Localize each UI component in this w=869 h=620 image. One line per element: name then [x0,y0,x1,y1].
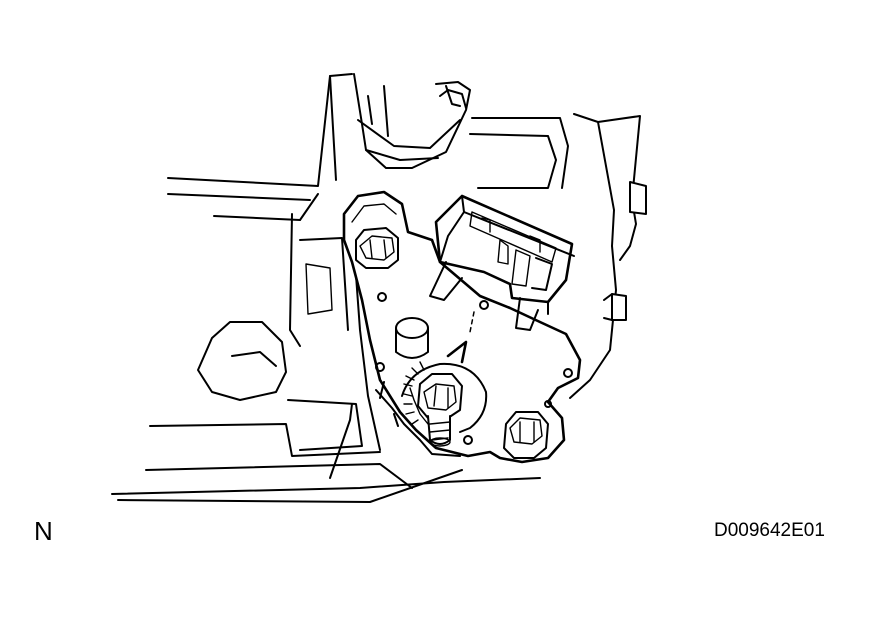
figure-code: D009642E01 [714,520,825,541]
upper-left-bolt [355,227,399,269]
connector-housing [429,194,575,331]
lower-right-bolt [503,411,549,459]
center-nut-and-shaft [417,373,463,447]
manual-shaft-lever [375,381,461,457]
position-label: N [34,516,53,546]
transmission-case [111,73,647,503]
